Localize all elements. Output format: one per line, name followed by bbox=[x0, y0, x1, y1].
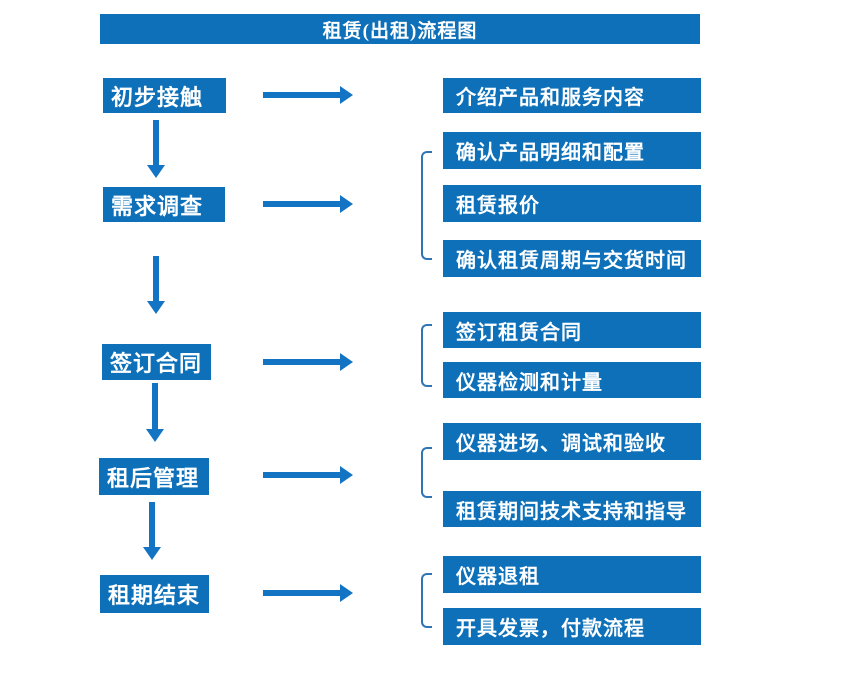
detail-box-rental-quote: 租赁报价 bbox=[443, 185, 701, 222]
arrow-shaft bbox=[263, 201, 343, 207]
right-arrow bbox=[263, 195, 353, 213]
group-bracket-post-rental bbox=[421, 447, 432, 498]
step-box-demand-survey: 需求调查 bbox=[103, 187, 225, 222]
detail-box-invoice-payment-process: 开具发票，付款流程 bbox=[443, 608, 701, 645]
detail-box-introduce-products-services: 介绍产品和服务内容 bbox=[443, 78, 701, 113]
down-arrow bbox=[146, 383, 164, 442]
arrow-head bbox=[340, 353, 353, 371]
step-box-rental-period-end: 租期结束 bbox=[100, 575, 209, 613]
arrow-shaft bbox=[263, 590, 343, 596]
arrow-shaft bbox=[149, 502, 155, 550]
arrow-shaft bbox=[153, 120, 159, 168]
detail-box-technical-support-guidance: 租赁期间技术支持和指导 bbox=[443, 491, 701, 527]
arrow-head bbox=[146, 429, 164, 442]
detail-box-confirm-rental-period-delivery: 确认租赁周期与交货时间 bbox=[443, 240, 701, 277]
arrow-head bbox=[340, 195, 353, 213]
right-arrow bbox=[263, 86, 353, 104]
flowchart-title: 租赁(出租)流程图 bbox=[100, 14, 700, 44]
detail-box-confirm-product-details: 确认产品明细和配置 bbox=[443, 132, 701, 169]
arrow-head bbox=[147, 165, 165, 178]
right-arrow bbox=[263, 584, 353, 602]
group-bracket-sign-contract bbox=[421, 324, 432, 387]
arrow-head bbox=[340, 466, 353, 484]
group-bracket-rental-end bbox=[421, 573, 432, 628]
arrow-shaft bbox=[263, 92, 343, 98]
right-arrow bbox=[263, 353, 353, 371]
detail-box-instrument-testing-metering: 仪器检测和计量 bbox=[443, 362, 701, 398]
right-arrow bbox=[263, 466, 353, 484]
group-bracket-demand-survey bbox=[421, 151, 432, 260]
detail-box-instrument-entry-debug-acceptance: 仪器进场、调试和验收 bbox=[443, 423, 701, 460]
arrow-shaft bbox=[153, 256, 159, 304]
arrow-shaft bbox=[152, 383, 158, 432]
detail-box-instrument-return: 仪器退租 bbox=[443, 556, 701, 593]
detail-box-sign-rental-contract: 签订租赁合同 bbox=[443, 312, 701, 348]
step-box-sign-contract: 签订合同 bbox=[102, 344, 211, 380]
arrow-head bbox=[147, 301, 165, 314]
arrow-head bbox=[143, 547, 161, 560]
down-arrow bbox=[143, 502, 161, 560]
step-box-post-rental-management: 租后管理 bbox=[99, 458, 209, 495]
arrow-head bbox=[340, 86, 353, 104]
arrow-head bbox=[340, 584, 353, 602]
down-arrow bbox=[147, 256, 165, 314]
arrow-shaft bbox=[263, 472, 343, 478]
arrow-shaft bbox=[263, 359, 343, 365]
down-arrow bbox=[147, 120, 165, 178]
step-box-initial-contact: 初步接触 bbox=[103, 78, 226, 113]
